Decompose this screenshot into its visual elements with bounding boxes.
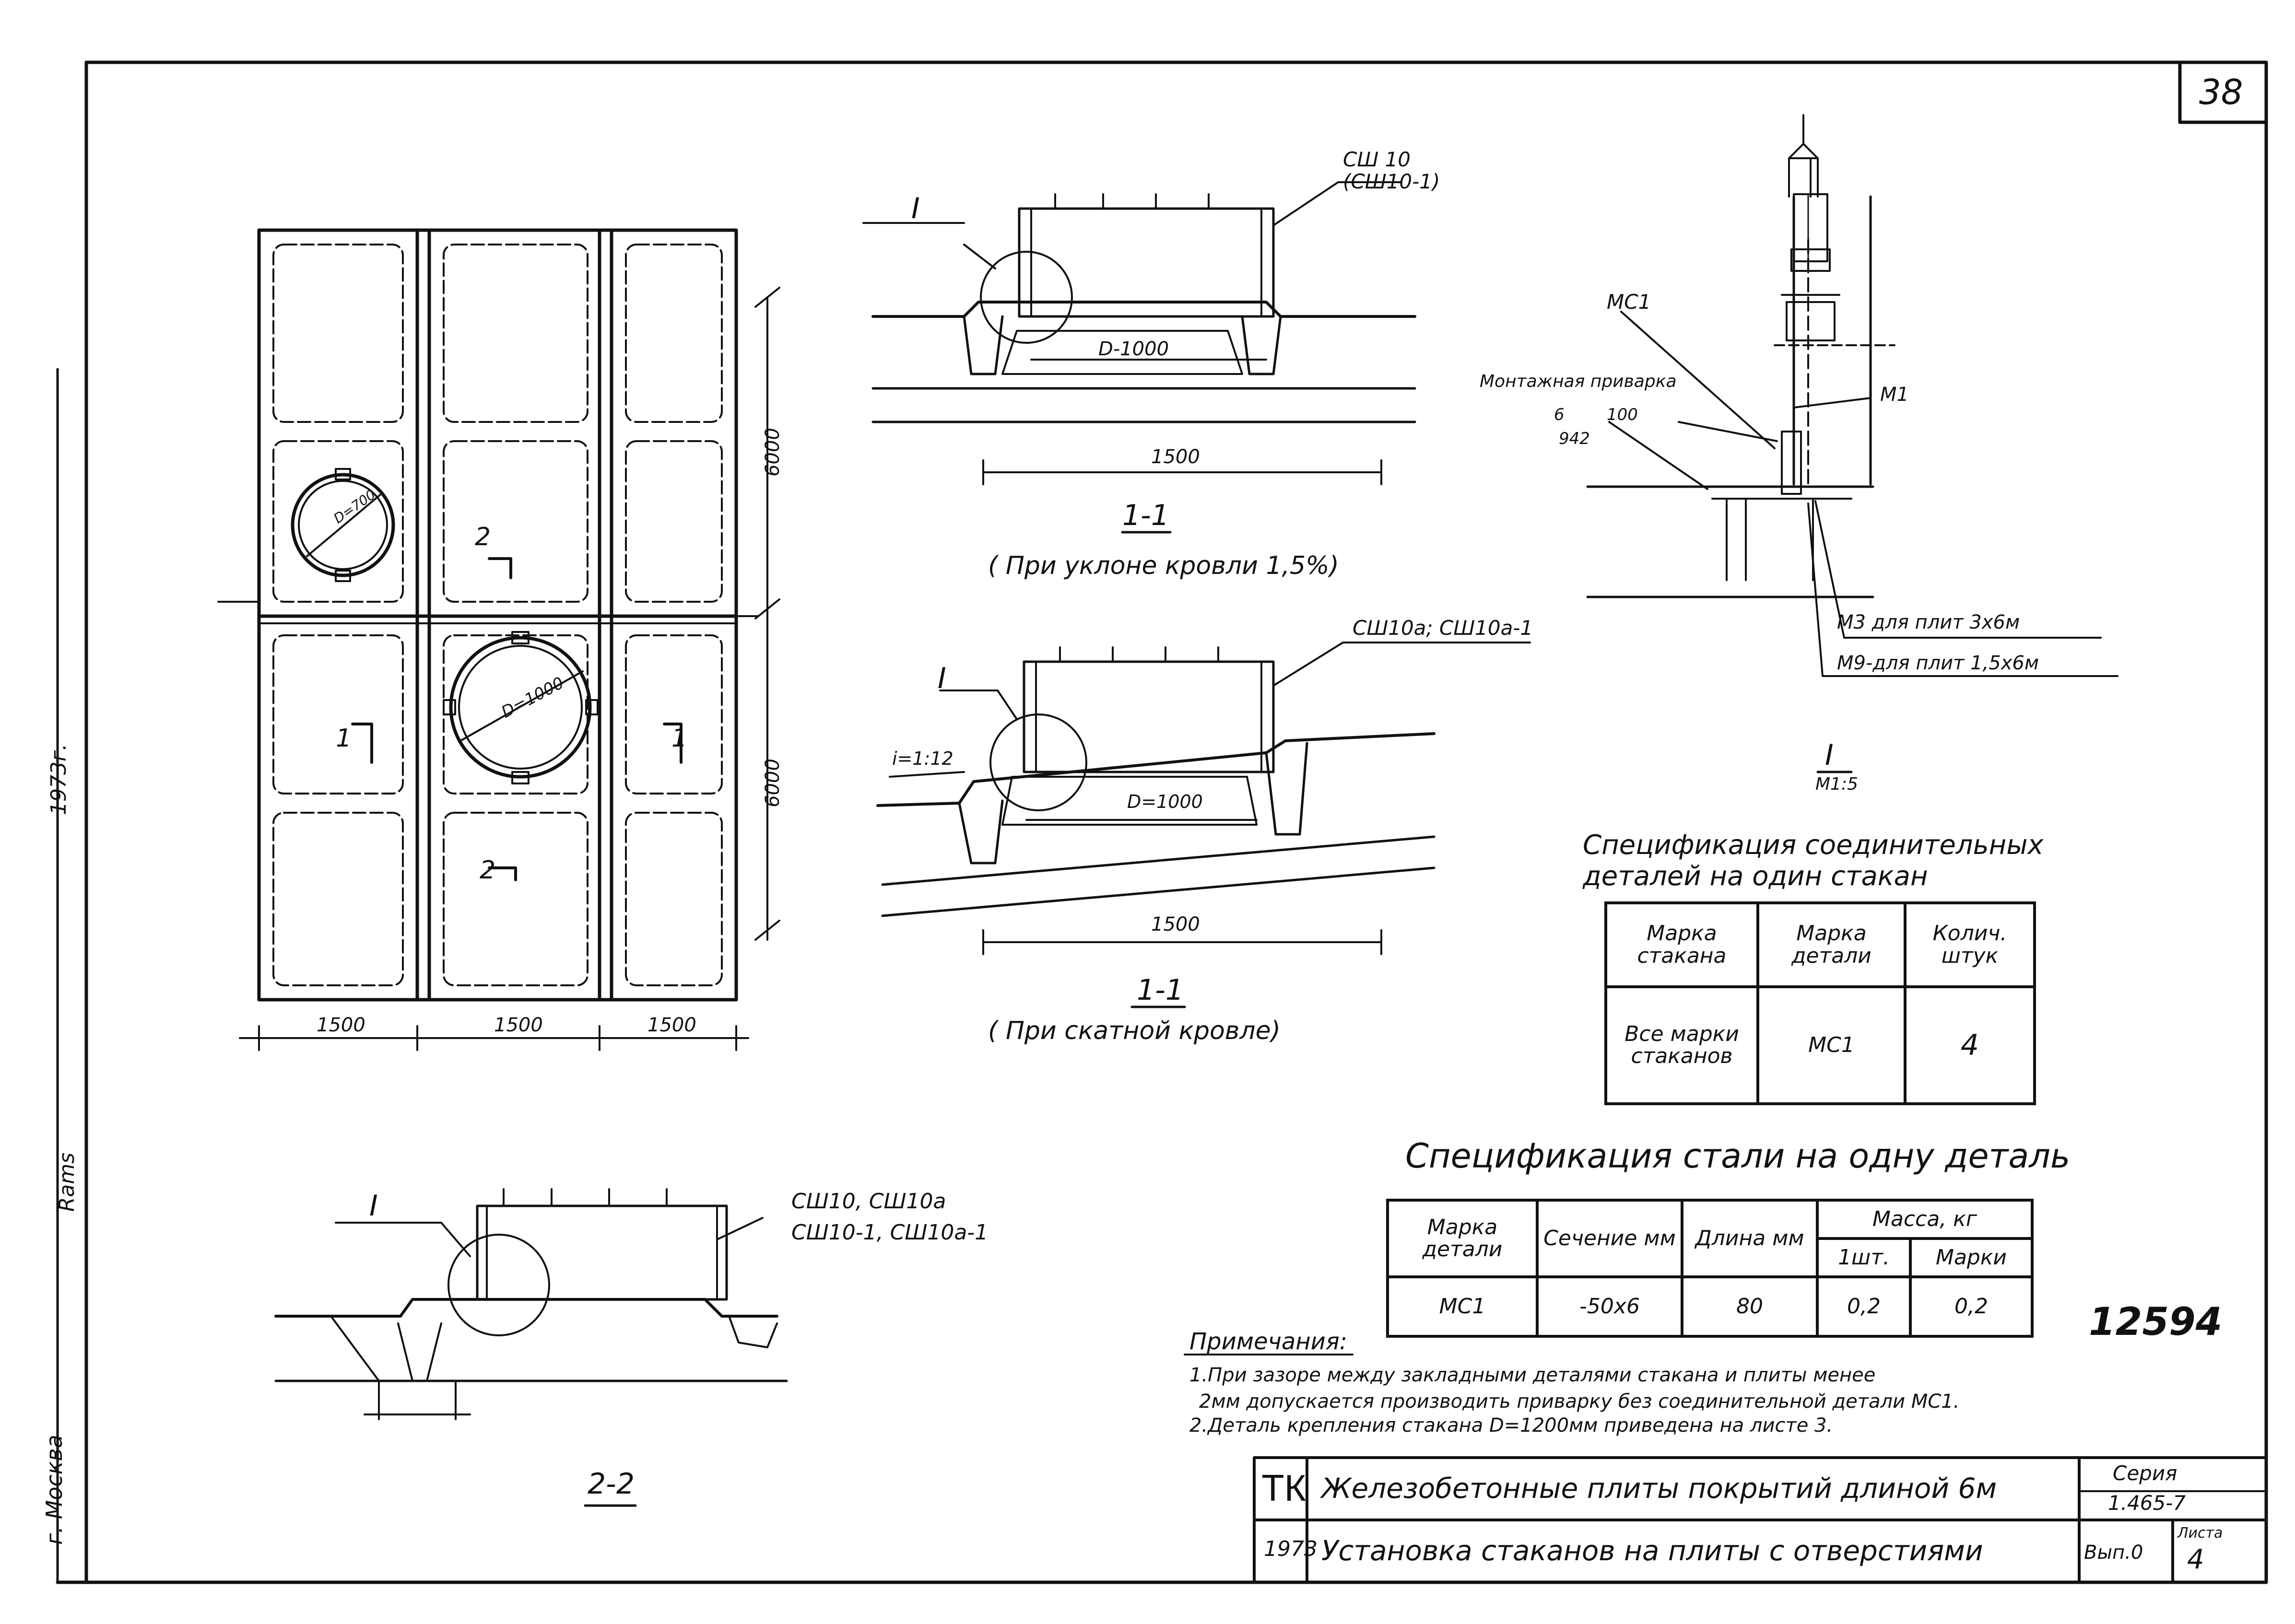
title-block-year: 1973 (1264, 1537, 1318, 1561)
spec-connect-title-2: деталей на один стакан (1583, 861, 1928, 892)
spec-steel-cell-mark: МС1 (1386, 1275, 1539, 1338)
title-block: ТК 1973 Железобетонные плиты покрытий дл… (1254, 1458, 2266, 1582)
plan-dim-3: 1500 (647, 1014, 696, 1036)
title-block-org: ТК (1261, 1467, 1306, 1509)
title-block-sheet-label: Листа (2177, 1525, 2223, 1542)
spec-connect-header-qty: Колич. штук (1904, 901, 2036, 988)
title-block-series-label: Серия (2113, 1461, 2177, 1485)
spec-steel-cell-mass-1: 0,2 (1816, 1275, 1912, 1338)
spec-steel-header-mass-1: 1шт. (1816, 1237, 1912, 1278)
title-block-series-value: 1.465-7 (2108, 1491, 2186, 1515)
plan-dim-right-2: 6000 (761, 759, 784, 807)
spec-connect-title-1: Спецификация соединительных (1583, 830, 2044, 861)
spec-connect-cell-part: МС1 (1756, 985, 1907, 1105)
section-sloped-inner-dim: D=1000 (1127, 791, 1203, 812)
notes-heading: Примечания: (1189, 1328, 1347, 1355)
detail-weld-note: Монтажная приварка (1480, 372, 1677, 391)
section-sloped-part-label: СШ10а; СШ10а-1 (1353, 616, 1533, 640)
section-flat-outer-dim: 1500 (1151, 446, 1200, 468)
section-sloped-slope: i=1:12 (892, 748, 953, 769)
inventory-number: 12594 (2089, 1299, 2223, 1344)
title-block-sheet-value: 4 (2187, 1544, 2204, 1575)
plan-dim-1: 1500 (317, 1014, 365, 1036)
section-flat-caption: ( При уклоне кровли 1,5%) (988, 551, 1339, 580)
notes-line-3: 2.Деталь крепления стакана D=1200мм прив… (1189, 1414, 1833, 1437)
section22-callout: I (369, 1189, 378, 1223)
side-stamp-city: г. Москва (41, 1435, 67, 1545)
detail-title: I (1825, 738, 1834, 772)
plan-section-mark-1b: 1 (671, 724, 688, 753)
detail-weld-b: 100 (1607, 405, 1638, 424)
spec-connect-cell-glass: Все марки стаканов (1604, 985, 1759, 1105)
side-stamp-label: Rams (55, 1152, 80, 1212)
plan-dim-2: 1500 (494, 1014, 543, 1036)
sheet-corner-number: 38 (2199, 72, 2243, 112)
plan-dim-right-1: 6000 (761, 428, 784, 477)
notes-line-2: 2мм допускается производить приварку без… (1199, 1390, 1960, 1413)
notes-line-1: 1.При зазоре между закладными деталями с… (1189, 1364, 1876, 1386)
section-sloped-outer-dim: 1500 (1151, 913, 1200, 935)
detail-weld-c: 942 (1559, 429, 1590, 448)
plan-section-mark-2b: 2 (480, 856, 496, 885)
title-block-title-2: Установка стаканов на плиты с отверстиям… (1321, 1534, 1983, 1567)
spec-steel-table: Марка детали Сечение мм Длина мм Масса, … (1386, 1199, 2034, 1338)
section22-part-label-2: СШ10-1, СШ10а-1 (791, 1220, 989, 1245)
section-flat-part-label: СШ 10 (СШ10-1) (1343, 148, 1440, 194)
section22-part-label-1: СШ10, СШ10а (791, 1189, 946, 1214)
section-flat-inner-dim: D-1000 (1098, 338, 1169, 360)
spec-steel-cell-section: -50х6 (1536, 1275, 1683, 1338)
detail-mark: МС1 (1607, 290, 1651, 314)
spec-steel-header-mass: Масса, кг (1816, 1199, 2034, 1240)
section-sloped-caption: ( При скатной кровле) (988, 1016, 1281, 1045)
side-stamp: г. Москва Rams 1973г. (41, 744, 85, 1545)
section-flat-title: 1-1 (1122, 499, 1169, 532)
spec-steel-cell-mass-mark: 0,2 (1909, 1275, 2034, 1338)
spec-steel-header-mass-mark: Марки (1909, 1237, 2034, 1278)
side-stamp-year: 1973г. (47, 743, 71, 816)
detail-scale: М1:5 (1815, 774, 1858, 794)
title-block-title-1: Железобетонные плиты покрытий длиной 6м (1321, 1472, 1997, 1505)
spec-connect-header-glass: Марка стакана (1604, 901, 1759, 988)
spec-connect-header-part: Марка детали (1756, 901, 1907, 988)
section22-title: 2-2 (588, 1467, 635, 1501)
section-flat-callout: I (911, 192, 920, 225)
section-sloped-title: 1-1 (1137, 973, 1184, 1007)
detail-m9-note: М9-для плит 1,5х6м (1837, 652, 2039, 674)
detail-weld-a: 6 (1554, 405, 1565, 424)
spec-connect-table: Марка стакана Марка детали Колич. штук В… (1604, 901, 2036, 1105)
plan-section-mark-1a: 1 (336, 724, 352, 753)
detail-m3-note: М3 для плит 3х6м (1837, 611, 2020, 633)
section-sloped-callout: I (938, 662, 946, 695)
spec-steel-header-mark: Марка детали (1386, 1199, 1539, 1278)
spec-steel-header-length: Длина мм (1681, 1199, 1819, 1278)
spec-steel-title: Спецификация стали на одну деталь (1405, 1136, 2071, 1176)
title-block-issue: Вып.0 (2084, 1542, 2143, 1564)
detail-m1: М1 (1880, 384, 1909, 406)
plan-section-mark-2a: 2 (475, 523, 491, 551)
spec-steel-cell-length: 80 (1681, 1275, 1819, 1338)
spec-steel-header-section: Сечение мм (1536, 1199, 1683, 1278)
spec-connect-cell-qty: 4 (1904, 985, 2036, 1105)
